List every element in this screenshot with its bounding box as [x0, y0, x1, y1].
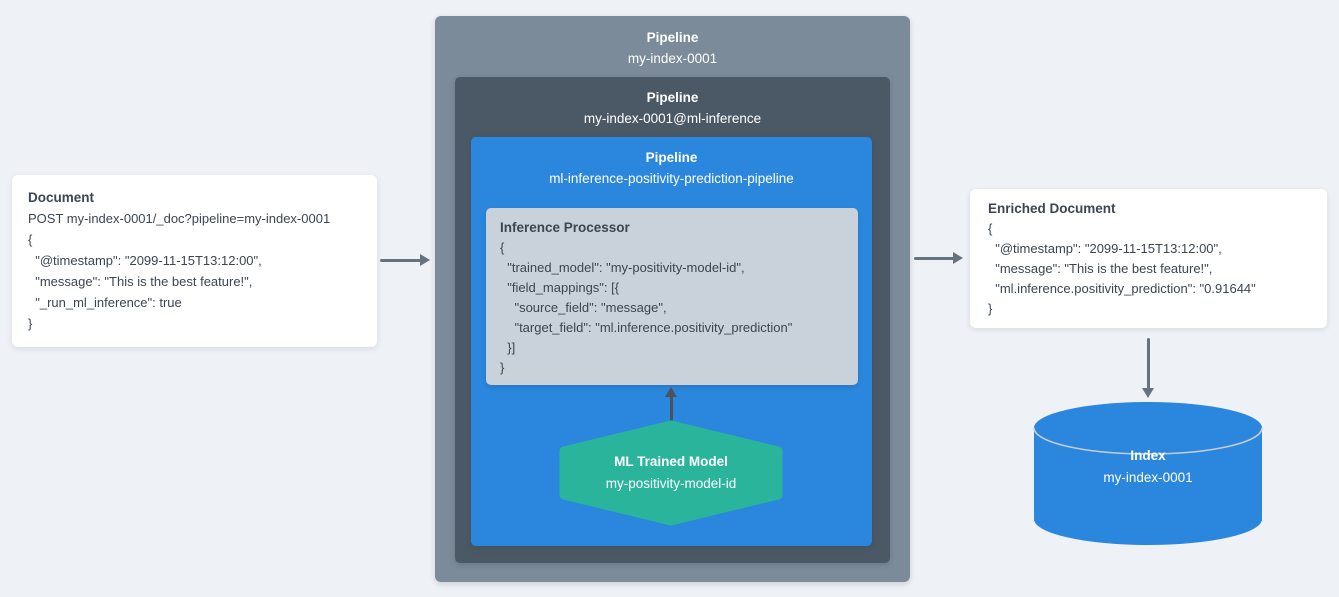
cylinder-top-icon [1034, 402, 1262, 454]
arrow-head-icon [1142, 388, 1154, 398]
ml-trained-model-name: my-positivity-model-id [605, 476, 737, 491]
cylinder-rim-highlight-icon [1033, 427, 1263, 455]
arrow-shaft [1146, 338, 1150, 390]
outer-pipeline-name: my-index-0001 [627, 51, 718, 66]
arrow-document-to-index [1140, 338, 1156, 398]
enriched-document-card: Enriched Document { "@timestamp": "2099-… [970, 189, 1327, 328]
enriched-document-code: { "@timestamp": "2099-11-15T13:12:00", "… [988, 221, 1256, 316]
ml-prediction-pipeline-title: Pipeline [645, 150, 698, 165]
ml-inference-pipeline-title: Pipeline [646, 90, 699, 105]
ml-trained-model-label: ML Trained Model my-positivity-model-id [556, 451, 786, 495]
cylinder-body-icon [1034, 428, 1262, 545]
index-label: Index my-index-0001 [1033, 445, 1263, 489]
document-card: Document POST my-index-0001/_doc?pipelin… [12, 175, 377, 347]
inference-processor-panel: Inference Processor { "trained_model": "… [486, 208, 858, 385]
document-card-code: POST my-index-0001/_doc?pipeline=my-inde… [28, 211, 331, 331]
ml-inference-pipeline-name: my-index-0001@ml-inference [583, 111, 762, 126]
arrow-head-icon [420, 254, 430, 266]
arrow-model-to-processor [663, 387, 679, 421]
inference-processor-title: Inference Processor [500, 220, 630, 235]
index-name: my-index-0001 [1103, 470, 1193, 485]
ml-trained-model-title: ML Trained Model [614, 454, 728, 469]
arrow-head-icon [665, 387, 677, 397]
index-cylinder [1033, 402, 1263, 545]
outer-pipeline-title: Pipeline [646, 30, 699, 45]
hexagon-shape-icon [559, 420, 783, 526]
arrow-shaft [914, 256, 955, 260]
arrow-document-to-pipeline [380, 252, 430, 268]
index-title: Index [1130, 448, 1166, 463]
ml-prediction-pipeline-name: ml-inference-positivity-prediction-pipel… [549, 171, 794, 186]
enriched-document-title: Enriched Document [988, 201, 1116, 216]
inference-processor-code: { "trained_model": "my-positivity-model-… [500, 240, 793, 375]
arrow-pipeline-to-enriched-document [914, 250, 963, 266]
document-card-title: Document [28, 190, 95, 205]
ml-trained-model-hexagon [559, 420, 783, 526]
arrow-shaft [669, 395, 673, 421]
arrow-shaft [380, 258, 422, 262]
arrow-head-icon [953, 252, 963, 264]
